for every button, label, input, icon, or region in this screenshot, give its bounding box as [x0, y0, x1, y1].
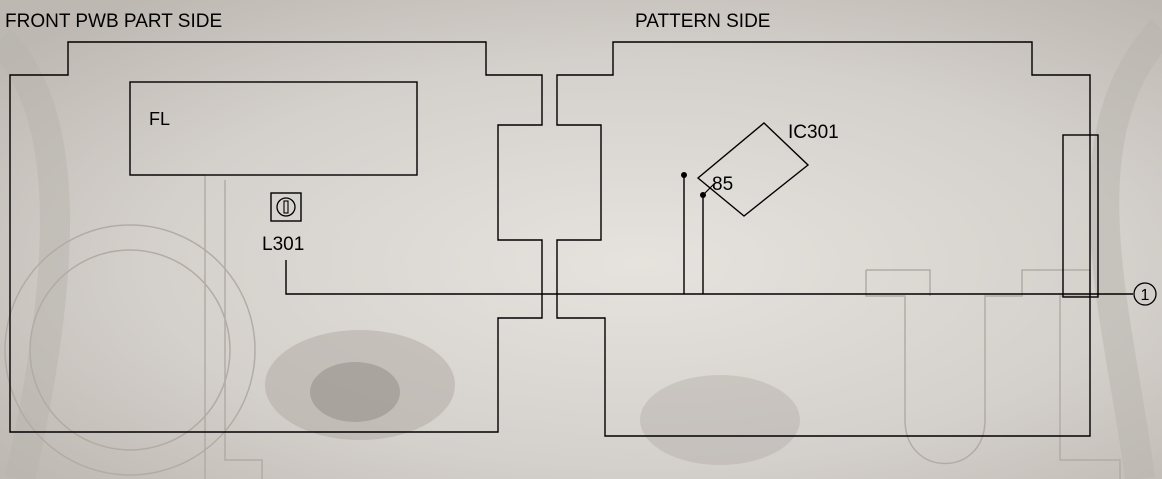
pattern-side-title: PATTERN SIDE: [635, 11, 770, 32]
test-point-pin85: [700, 182, 716, 294]
pattern-pwb-outline: [556, 41, 1091, 437]
front-pwb-outline: [9, 41, 543, 433]
ic301-label: IC301: [788, 122, 839, 143]
coil-l301-icon: [270, 192, 302, 222]
fl-display-block: [129, 81, 418, 176]
coil-l301-label: L301: [262, 234, 304, 255]
marker-1-icon: [1133, 282, 1157, 306]
pin-85-label: 85: [712, 174, 733, 195]
front-side-title: FRONT PWB PART SIDE: [5, 11, 222, 32]
right-connector: [1062, 134, 1099, 298]
ic301-chip: [696, 122, 810, 217]
test-point-left: [681, 172, 687, 294]
fl-label: FL: [149, 109, 170, 129]
marker-1-label: 1: [1141, 287, 1150, 304]
signal-trace: [285, 260, 1133, 295]
